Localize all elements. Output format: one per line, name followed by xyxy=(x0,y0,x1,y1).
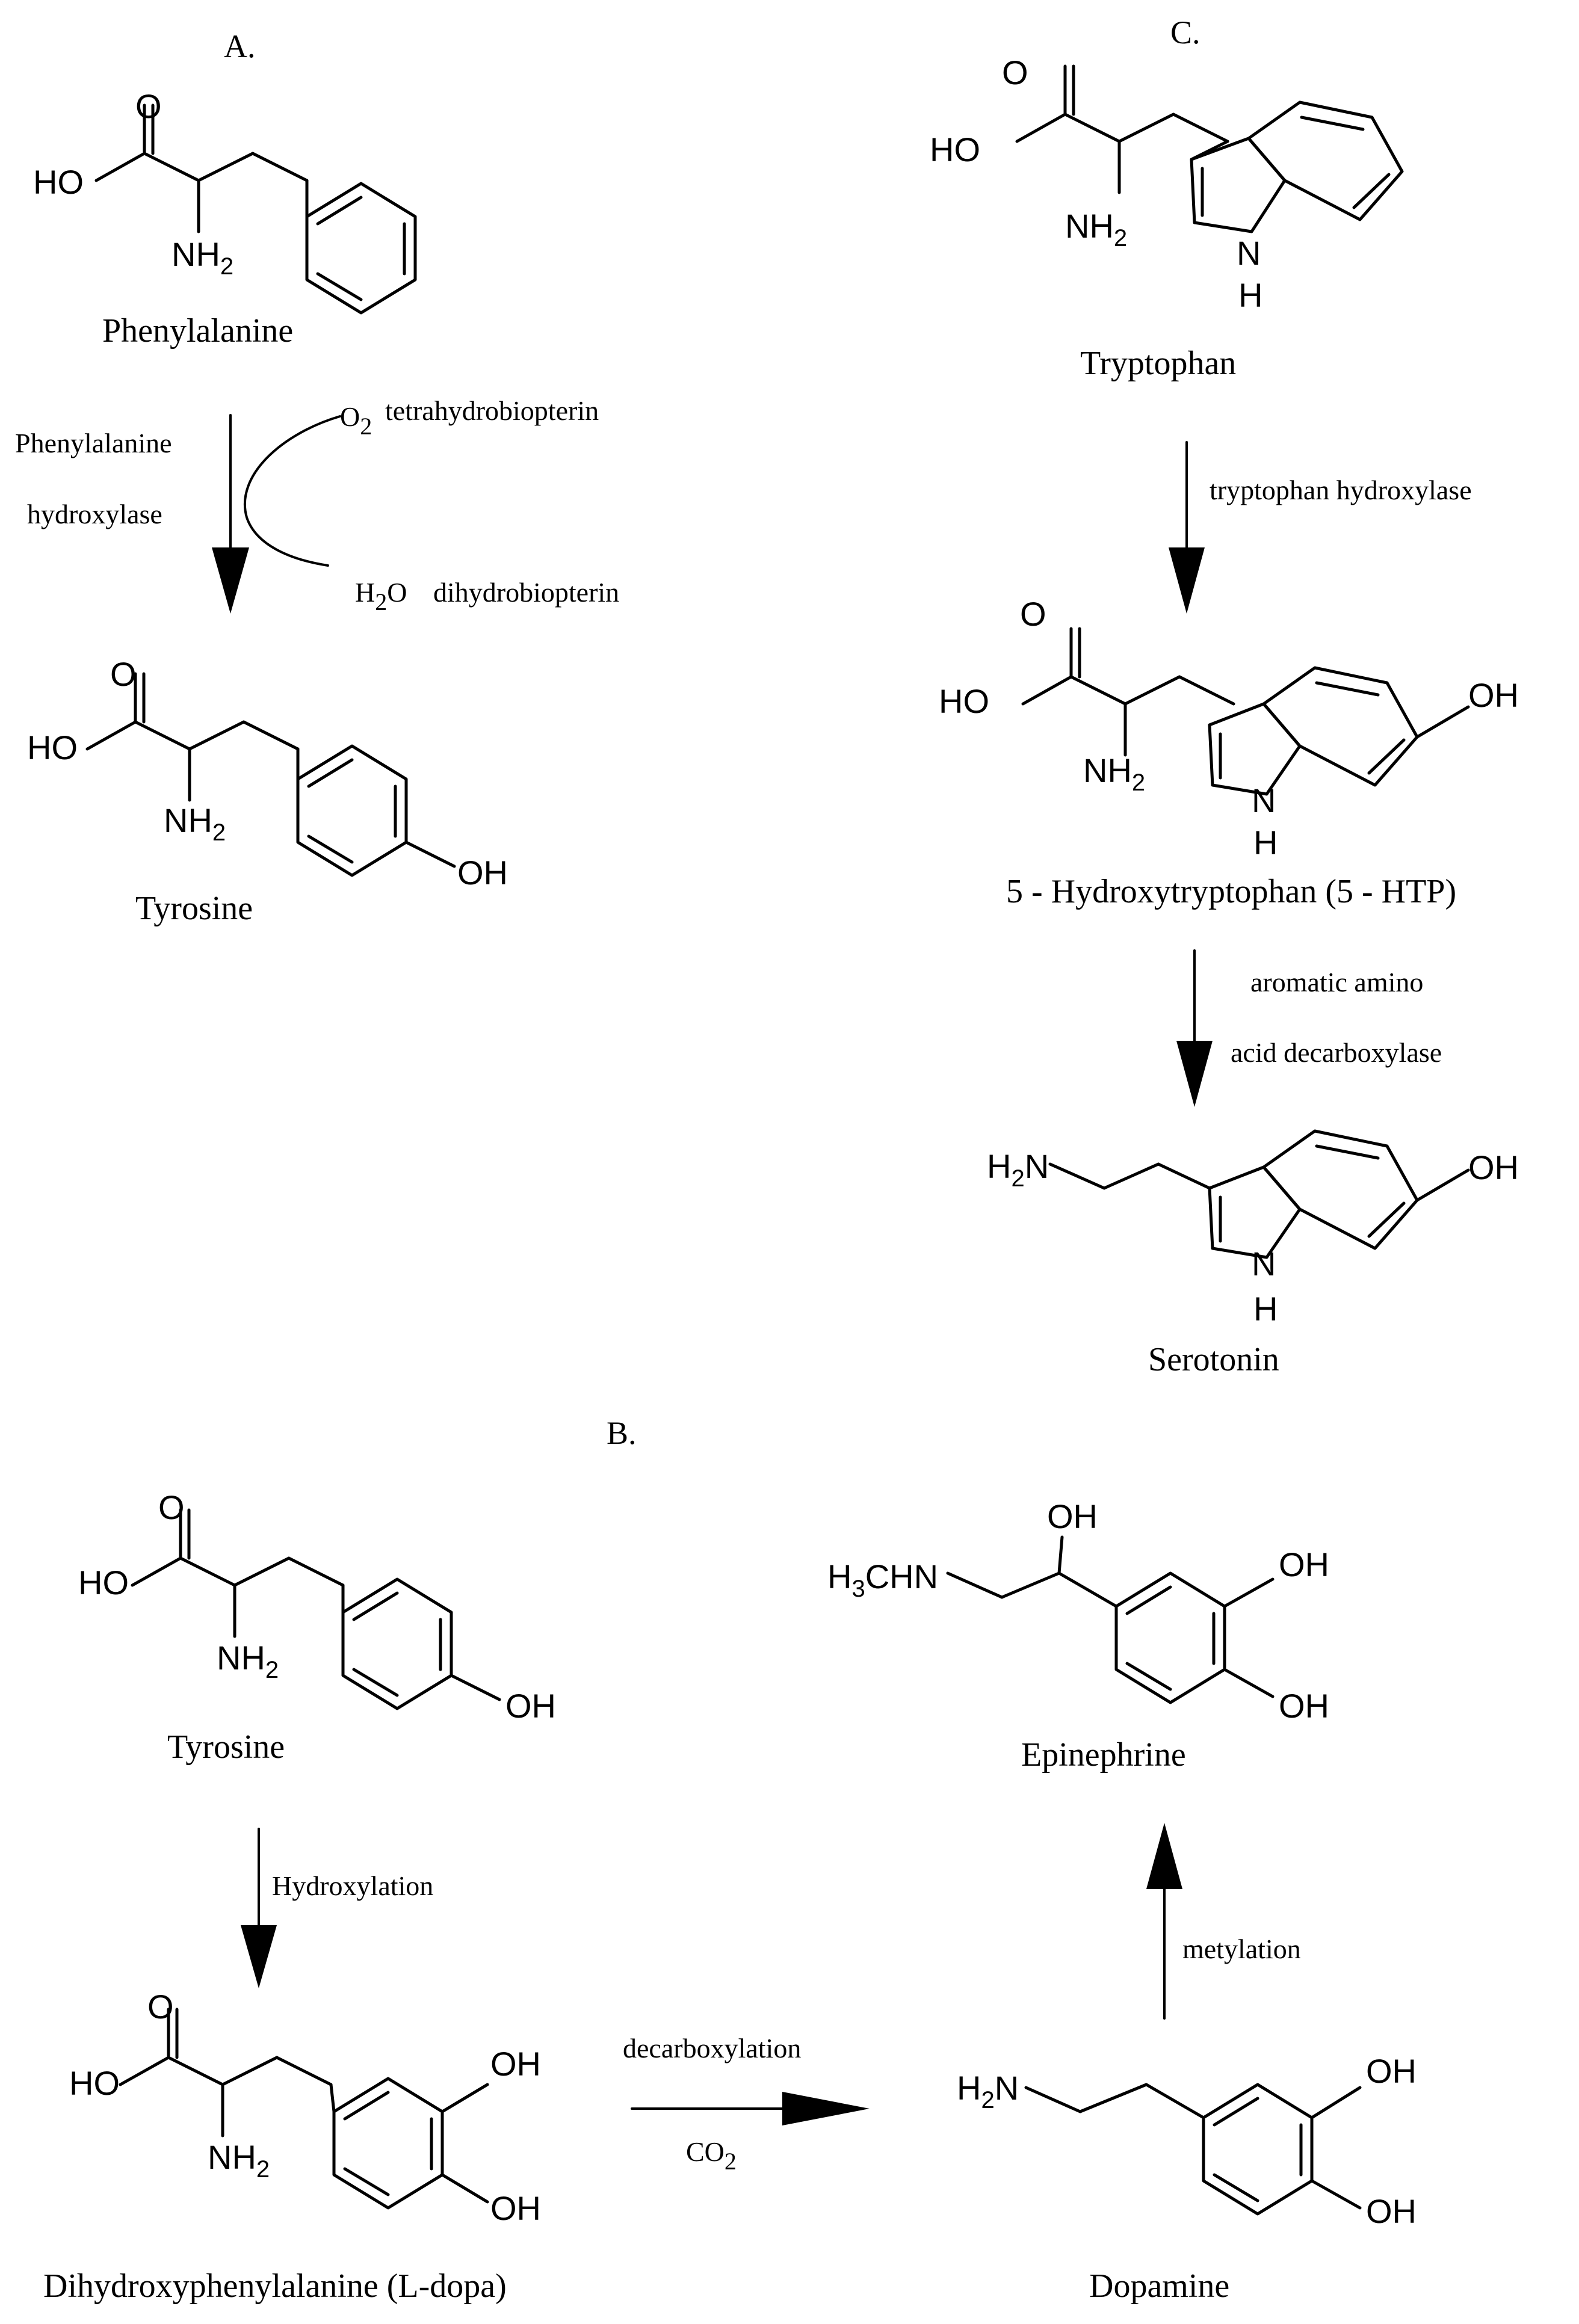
indole-n-label: N xyxy=(1252,781,1276,819)
enzyme-aadc-line1: aromatic amino xyxy=(1250,967,1423,997)
tyrosine-a-structure: O HO NH2 OH xyxy=(27,655,508,892)
hydroxyl-ho-label: HO xyxy=(930,131,980,168)
tyrosine-b-structure: O HO NH2 OH xyxy=(78,1488,556,1725)
amine-h2n-label: H2N xyxy=(957,2069,1019,2113)
phenylalanine-structure: O HO NH2 xyxy=(33,87,417,315)
catechol-oh-bottom-label: OH xyxy=(1279,1687,1329,1725)
section-c-label: C. xyxy=(1170,14,1200,51)
dopamine-structure: H2N OH OH xyxy=(957,2052,1417,2230)
section-b-label: B. xyxy=(607,1415,637,1451)
cofactor-h2o: H2O xyxy=(355,577,407,615)
reaction-a-arrow xyxy=(212,414,249,614)
section-a-label: A. xyxy=(224,28,256,64)
compound-htp-name: 5 - Hydroxytryptophan (5 - HTP) xyxy=(1006,873,1456,910)
htp-structure: O HO NH2 OH N H xyxy=(939,595,1519,861)
catechol-oh-top-label: OH xyxy=(1279,1546,1329,1583)
methylamine-h3chn-label: H3CHN xyxy=(827,1558,938,1602)
compound-tyrosine-b-name: Tyrosine xyxy=(167,1728,285,1766)
epinephrine-structure: H3CHN OH OH OH xyxy=(827,1497,1329,1725)
reaction-b3-arrow xyxy=(1146,1823,1182,2020)
enzyme-tph: tryptophan hydroxylase xyxy=(1210,475,1472,505)
compound-ldopa-name: Dihydroxyphenylalanine (L-dopa) xyxy=(43,2267,507,2305)
enzyme-pah-line2: hydroxylase xyxy=(27,499,162,529)
amine-nh2-label: NH2 xyxy=(1083,751,1145,796)
compound-serotonin-name: Serotonin xyxy=(1148,1341,1279,1378)
reaction-co2: CO2 xyxy=(686,2136,737,2175)
catechol-oh-bottom-label: OH xyxy=(1366,2192,1417,2230)
reaction-c1-arrow xyxy=(1169,441,1205,614)
carbonyl-o-label: O xyxy=(110,655,137,693)
carbonyl-o-label: O xyxy=(147,1988,174,2026)
compound-epinephrine-name: Epinephrine xyxy=(1021,1736,1186,1774)
indole-h-label: H xyxy=(1253,824,1278,861)
hydroxyl-ho-label: HO xyxy=(27,729,78,766)
indole-h-label: H xyxy=(1253,1290,1278,1328)
hydroxyl-ho-label: HO xyxy=(78,1564,129,1601)
ring-oh-label: OH xyxy=(1468,1148,1519,1186)
hydroxyl-ho-label: HO xyxy=(69,2064,120,2102)
hydroxyl-ho-label: HO xyxy=(33,163,84,201)
compound-tryptophan-name: Tryptophan xyxy=(1080,345,1236,382)
amine-nh2-label: NH2 xyxy=(217,1639,279,1683)
cofactor-tetrahydrobiopterin: tetrahydrobiopterin xyxy=(385,395,599,426)
compound-phenylalanine-name: Phenylalanine xyxy=(102,312,293,350)
amine-nh2-label: NH2 xyxy=(164,801,226,846)
ldopa-structure: O HO NH2 OH OH xyxy=(69,1988,541,2227)
reaction-hydroxylation: Hydroxylation xyxy=(272,1870,433,1901)
reaction-b1-arrow xyxy=(241,1828,277,1988)
compound-dopamine-name: Dopamine xyxy=(1089,2267,1229,2305)
ring-oh-label: OH xyxy=(1468,676,1519,714)
amine-h2n-label: H2N xyxy=(987,1147,1049,1192)
phenol-oh-label: OH xyxy=(457,854,508,892)
side-chain-oh-label: OH xyxy=(1047,1497,1098,1535)
enzyme-aadc-line2: acid decarboxylase xyxy=(1231,1037,1442,1068)
cofactor-curve xyxy=(243,415,341,567)
cofactor-dihydrobiopterin: dihydrobiopterin xyxy=(433,577,619,608)
reaction-metylation: metylation xyxy=(1182,1934,1301,1964)
amine-nh2-label: NH2 xyxy=(1065,207,1127,251)
indole-n-label: N xyxy=(1237,234,1261,272)
phenol-oh-label: OH xyxy=(505,1687,556,1725)
cofactor-o2: O2 xyxy=(340,401,372,440)
amine-nh2-label: NH2 xyxy=(208,2138,270,2183)
compound-tyrosine-a-name: Tyrosine xyxy=(135,890,253,927)
carbonyl-o-label: O xyxy=(1020,595,1046,633)
reaction-b2-arrow xyxy=(631,2092,870,2125)
catechol-oh-top-label: OH xyxy=(1366,2052,1417,2090)
carbonyl-o-label: O xyxy=(158,1488,185,1526)
amine-nh2-label: NH2 xyxy=(171,235,233,280)
carbonyl-o-label: O xyxy=(1002,54,1028,91)
serotonin-structure: H2N OH N H xyxy=(987,1129,1519,1328)
hydroxyl-ho-label: HO xyxy=(939,682,989,720)
tryptophan-structure: O HO NH2 N H xyxy=(930,54,1404,314)
catechol-oh-bottom-label: OH xyxy=(490,2189,541,2227)
reaction-c2-arrow xyxy=(1176,949,1213,1107)
catechol-oh-top-label: OH xyxy=(490,2045,541,2083)
indole-h-label: H xyxy=(1238,276,1262,314)
indole-n-label: N xyxy=(1252,1245,1276,1283)
enzyme-pah-line1: Phenylalanine xyxy=(15,428,172,458)
carbonyl-o-label: O xyxy=(135,87,162,125)
reaction-decarboxylation: decarboxylation xyxy=(623,2033,801,2064)
